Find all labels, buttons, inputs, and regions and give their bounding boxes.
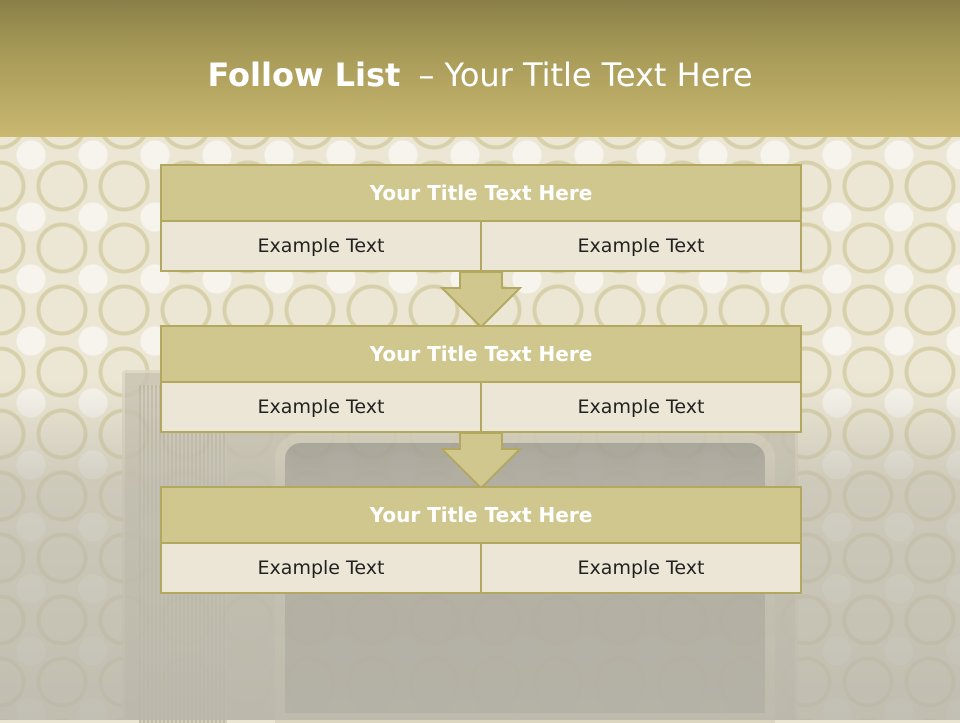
slide-title-rest: – Your Title Text Here [418,56,753,94]
down-arrow-icon [439,432,523,490]
flow-block-row: Example Text Example Text [160,222,802,272]
flow-block-title: Your Title Text Here [160,164,802,222]
flow-block-2: Your Title Text Here Example Text Exampl… [160,325,802,433]
slide-title: Follow List – Your Title Text Here [0,56,960,94]
flow-block-1: Your Title Text Here Example Text Exampl… [160,164,802,272]
flow-block-cell-left: Example Text [160,222,482,272]
slide-title-bold: Follow List [207,56,401,94]
flow-block-row: Example Text Example Text [160,383,802,433]
flow-block-title: Your Title Text Here [160,325,802,383]
flow-block-title: Your Title Text Here [160,486,802,544]
flow-block-cell-right: Example Text [482,383,802,433]
flow-block-cell-right: Example Text [482,544,802,594]
flow-block-3: Your Title Text Here Example Text Exampl… [160,486,802,594]
flow-block-cell-right: Example Text [482,222,802,272]
header-band [0,0,960,137]
flow-block-row: Example Text Example Text [160,544,802,594]
down-arrow-icon [439,271,523,329]
flow-block-cell-left: Example Text [160,383,482,433]
flow-block-cell-left: Example Text [160,544,482,594]
